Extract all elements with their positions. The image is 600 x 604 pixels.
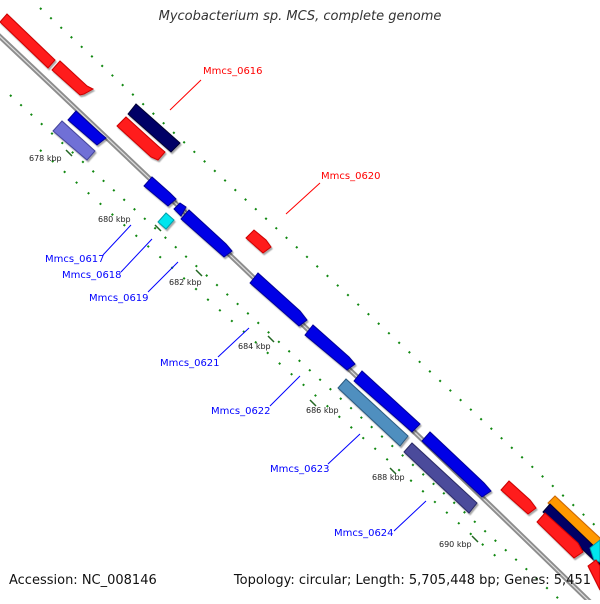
gene-forward-right-1[interactable]	[500, 480, 537, 515]
gene-cyan-right[interactable]	[589, 539, 600, 563]
label-mmcs-0618[interactable]: Mmcs_0618	[62, 270, 122, 281]
gene-mmcs-0620[interactable]	[245, 229, 272, 254]
label-mmcs-0623[interactable]: Mmcs_0623	[270, 464, 330, 475]
gene-forward-right-3[interactable]	[587, 559, 600, 591]
gene-mmcs-0616[interactable]	[127, 103, 181, 153]
gene-reverse-long-2[interactable]	[421, 431, 492, 498]
inner-tick-track	[9, 94, 561, 601]
scale-label-678: 678 kbp	[29, 154, 62, 163]
gene-reverse-left-1[interactable]	[67, 110, 107, 146]
forward-leader-lines	[169, 79, 321, 215]
label-mmcs-0624[interactable]: Mmcs_0624	[334, 528, 394, 539]
gene-mmcs-0617[interactable]	[143, 176, 177, 207]
scale-label-682: 682 kbp	[169, 278, 202, 287]
gene-forward-top-1[interactable]	[0, 13, 56, 69]
gene-forward-0616b[interactable]	[116, 116, 166, 161]
label-mmcs-0621[interactable]: Mmcs_0621	[160, 358, 220, 369]
scale-label-690: 690 kbp	[439, 540, 472, 549]
scale-label-680: 680 kbp	[98, 215, 131, 224]
gene-mmcs-0618[interactable]	[157, 212, 175, 230]
outer-tick-track	[39, 7, 600, 531]
accession-text: Accession: NC_008146	[9, 573, 157, 588]
gene-reverse-small[interactable]	[173, 202, 187, 217]
innermost-tick-track	[39, 149, 501, 561]
label-mmcs-0622[interactable]: Mmcs_0622	[211, 406, 271, 417]
scale-label-688: 688 kbp	[372, 473, 405, 482]
backbone-ticks	[65, 149, 479, 543]
gene-mmcs-0621[interactable]	[249, 272, 308, 327]
label-mmcs-0616[interactable]: Mmcs_0616	[203, 66, 263, 77]
reverse-leader-lines	[102, 224, 427, 532]
gene-reverse-long-1[interactable]	[353, 370, 421, 433]
gene-mmcs-0624[interactable]	[403, 442, 478, 514]
scale-label-684: 684 kbp	[238, 342, 271, 351]
label-mmcs-0619[interactable]: Mmcs_0619	[89, 293, 149, 304]
gene-mmcs-0622[interactable]	[304, 324, 356, 371]
map-title: Mycobacterium sp. MCS, complete genome	[158, 9, 442, 24]
label-mmcs-0617[interactable]: Mmcs_0617	[45, 254, 105, 265]
gene-mmcs-0623[interactable]	[337, 378, 409, 447]
gene-forward-top-2[interactable]	[51, 60, 95, 96]
gene-mmcs-0619[interactable]	[180, 209, 233, 258]
genome-summary-text: Topology: circular; Length: 5,705,448 bp…	[233, 573, 591, 588]
scale-label-686: 686 kbp	[306, 406, 339, 415]
label-mmcs-0620[interactable]: Mmcs_0620	[321, 171, 381, 182]
gene-lavender-left[interactable]	[52, 120, 96, 161]
gene-forward-right-2[interactable]	[536, 512, 584, 559]
